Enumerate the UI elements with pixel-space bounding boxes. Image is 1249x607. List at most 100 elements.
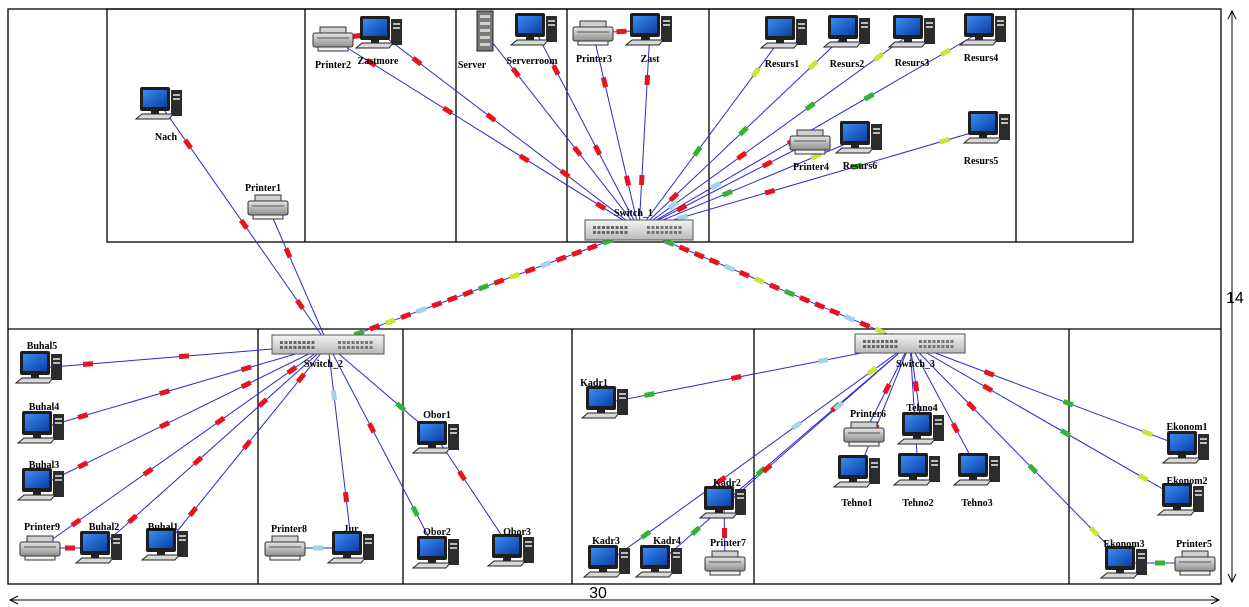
- data-packet: [783, 288, 796, 298]
- device-label: Kadr1: [580, 378, 608, 389]
- device-zast[interactable]: Zast: [624, 13, 672, 65]
- computer-icon: [582, 545, 630, 578]
- data-packet: [571, 248, 583, 257]
- device-server[interactable]: Server: [458, 10, 494, 71]
- device-label: Tehno2: [902, 498, 933, 509]
- device-kadr1[interactable]: Kadr1: [580, 378, 628, 419]
- data-packet: [1137, 472, 1149, 483]
- data-packet: [77, 412, 89, 420]
- device-obor3[interactable]: Obor3: [486, 527, 534, 567]
- server-icon: [476, 10, 494, 52]
- data-packet: [158, 420, 171, 430]
- device-resurs4[interactable]: Resurs4: [958, 13, 1006, 64]
- link-obor2: [327, 344, 438, 554]
- device-printer5[interactable]: Printer5: [1174, 539, 1216, 576]
- device-ekonom1[interactable]: Ekonom1: [1161, 422, 1209, 464]
- device-printer1[interactable]: Printer1: [245, 183, 289, 220]
- device-label: Printer3: [576, 54, 612, 65]
- device-printer7[interactable]: Printer7: [704, 538, 746, 576]
- link-buhal2: [99, 344, 329, 549]
- data-packet: [807, 59, 819, 71]
- data-packet: [753, 276, 766, 285]
- data-packet: [595, 201, 607, 211]
- device-zastmore[interactable]: Zastmore: [354, 16, 402, 67]
- device-kadr4[interactable]: Kadr4: [634, 536, 682, 578]
- data-packet: [678, 244, 690, 254]
- data-packet: [442, 105, 454, 116]
- device-buhal1[interactable]: Buhal1: [140, 522, 188, 561]
- device-obor1[interactable]: Obor1: [411, 410, 459, 454]
- device-obor2[interactable]: Obor2: [411, 527, 459, 569]
- data-packet: [1062, 399, 1074, 408]
- device-tehno4[interactable]: Tehno4: [896, 403, 944, 445]
- device-label: Printer9: [24, 522, 60, 533]
- data-packet: [518, 153, 530, 164]
- device-jur[interactable]: Jur: [326, 524, 374, 564]
- dimension-markers: 30 14: [8, 9, 1244, 605]
- computer-icon: [1156, 483, 1204, 516]
- device-label: Resurs5: [964, 156, 998, 167]
- link-printer4: [638, 141, 811, 231]
- device-printer3[interactable]: Printer3: [572, 20, 614, 65]
- device-ekonom3[interactable]: Ekonom3: [1099, 539, 1147, 579]
- computer-icon: [134, 87, 182, 120]
- link-buhal4: [41, 344, 329, 429]
- switch-s3[interactable]: Switch_3: [854, 333, 966, 370]
- device-kadr3[interactable]: Kadr3: [582, 536, 630, 578]
- data-packet: [1027, 463, 1039, 475]
- device-printer6[interactable]: Printer6: [843, 409, 886, 447]
- device-tehno2[interactable]: Tehno2: [892, 453, 940, 509]
- device-label: Zast: [641, 54, 661, 65]
- computer-icon: [580, 386, 628, 419]
- printer-icon: [1174, 550, 1216, 576]
- switch-s2[interactable]: Switch_2: [271, 334, 385, 370]
- width-arrow-left: [8, 595, 19, 605]
- device-label: Printer8: [271, 524, 307, 535]
- data-packet: [572, 145, 583, 157]
- device-label: Printer1: [245, 183, 281, 194]
- link-printer9: [39, 344, 329, 549]
- data-packet: [70, 517, 82, 528]
- device-resurs5[interactable]: Resurs5: [962, 111, 1010, 167]
- data-packet: [369, 323, 381, 332]
- data-packet: [178, 353, 190, 360]
- device-label: Resurs2: [830, 59, 864, 70]
- data-packet: [791, 420, 803, 431]
- switch-s1[interactable]: Switch_1: [584, 208, 694, 241]
- device-printer4[interactable]: Printer4: [789, 129, 831, 173]
- device-resurs2[interactable]: Resurs2: [822, 15, 870, 70]
- device-buhal2[interactable]: Buhal2: [74, 522, 122, 564]
- computer-icon: [1161, 431, 1209, 464]
- device-label: Resurs3: [895, 58, 929, 69]
- data-packet: [411, 56, 423, 67]
- device-tehno1[interactable]: Tehno1: [832, 455, 880, 509]
- device-printer9[interactable]: Printer9: [19, 522, 61, 561]
- device-resurs3[interactable]: Resurs3: [887, 15, 935, 69]
- link-ekonom2: [909, 343, 1183, 501]
- computer-icon: [14, 351, 62, 384]
- device-resurs1[interactable]: Resurs1: [759, 16, 807, 70]
- device-ekonom2[interactable]: Ekonom2: [1156, 476, 1208, 516]
- device-buhal3[interactable]: Buhal3: [16, 460, 64, 501]
- link-printer3: [592, 32, 640, 231]
- data-packet: [738, 125, 749, 137]
- device-nach[interactable]: Nach: [134, 87, 182, 143]
- data-packet: [912, 380, 920, 392]
- data-packet: [851, 162, 863, 171]
- device-resurs6[interactable]: Resurs6: [834, 121, 882, 172]
- device-buhal5[interactable]: Buhal5: [14, 341, 62, 384]
- device-label: Tehno3: [961, 498, 992, 509]
- data-packet: [715, 475, 727, 486]
- device-buhal4[interactable]: Buhal4: [16, 402, 64, 444]
- device-printer8[interactable]: Printer8: [264, 524, 307, 561]
- device-kadr2[interactable]: Kadr2: [698, 478, 746, 519]
- data-packet: [761, 159, 773, 169]
- data-packet: [644, 391, 655, 398]
- device-serverroom[interactable]: Serverroom: [507, 13, 559, 67]
- data-packet: [187, 506, 199, 518]
- device-tehno3[interactable]: Tehno3: [952, 453, 1000, 509]
- data-packet: [395, 401, 407, 412]
- device-printer2[interactable]: Printer2: [312, 26, 354, 71]
- computer-icon: [509, 13, 557, 46]
- data-packet: [677, 213, 689, 222]
